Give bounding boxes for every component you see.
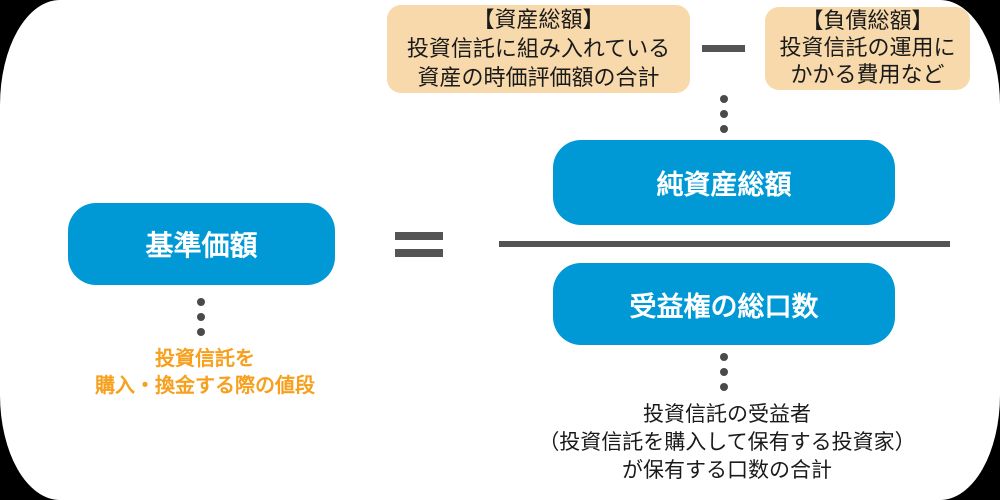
dotted-connector-bottom [720,353,728,391]
base-price-note-line1: 投資信託を [155,346,255,370]
dot-icon [720,125,728,133]
dotted-connector-top [720,95,728,133]
total-liabilities-line2: かかる費用など [790,63,945,88]
base-price-note: 投資信託を 購入・換金する際の値段 [40,345,370,399]
base-price-note-line2: 購入・換金する際の値段 [95,373,315,397]
dot-icon [197,298,205,306]
equals-bar-bottom [395,249,443,257]
total-units-box: 受益権の総口数 [553,263,895,345]
equals-sign [395,232,443,257]
total-liabilities-line1: 投資信託の運用に [779,36,956,61]
total-liabilities-box: 【負債総額】 投資信託の運用に かかる費用など [765,7,970,90]
dot-icon [197,313,205,321]
total-liabilities-title: 【負債総額】 [801,9,934,34]
net-assets-box: 純資産総額 [553,140,895,225]
minus-sign [702,45,745,52]
net-assets-label: 純資産総額 [656,170,792,201]
base-price-box: 基準価額 [68,203,335,285]
total-assets-line2: 資産の時価評価額の合計 [417,65,660,91]
dot-icon [720,368,728,376]
dot-icon [197,328,205,336]
dot-icon [720,95,728,103]
unit-holders-note-line1: 投資信託の受益者 [643,402,811,426]
dot-icon [720,353,728,361]
equals-bar-top [395,232,443,240]
dot-icon [720,383,728,391]
total-units-label: 受益権の総口数 [629,291,819,323]
total-assets-title: 【資産総額】 [472,7,605,33]
total-assets-line1: 投資信託に組み入れている [406,36,671,62]
total-assets-box: 【資産総額】 投資信託に組み入れている 資産の時価評価額の合計 [387,5,690,93]
unit-holders-note: 投資信託の受益者 （投資信託を購入して保有する投資家） が保有する口数の合計 [502,400,952,484]
base-price-label: 基準価額 [145,229,258,262]
fraction-bar [499,241,950,247]
unit-holders-note-line3: が保有する口数の合計 [622,458,832,482]
dot-icon [720,110,728,118]
dotted-connector-left [197,298,205,336]
unit-holders-note-line2: （投資信託を購入して保有する投資家） [538,430,916,454]
